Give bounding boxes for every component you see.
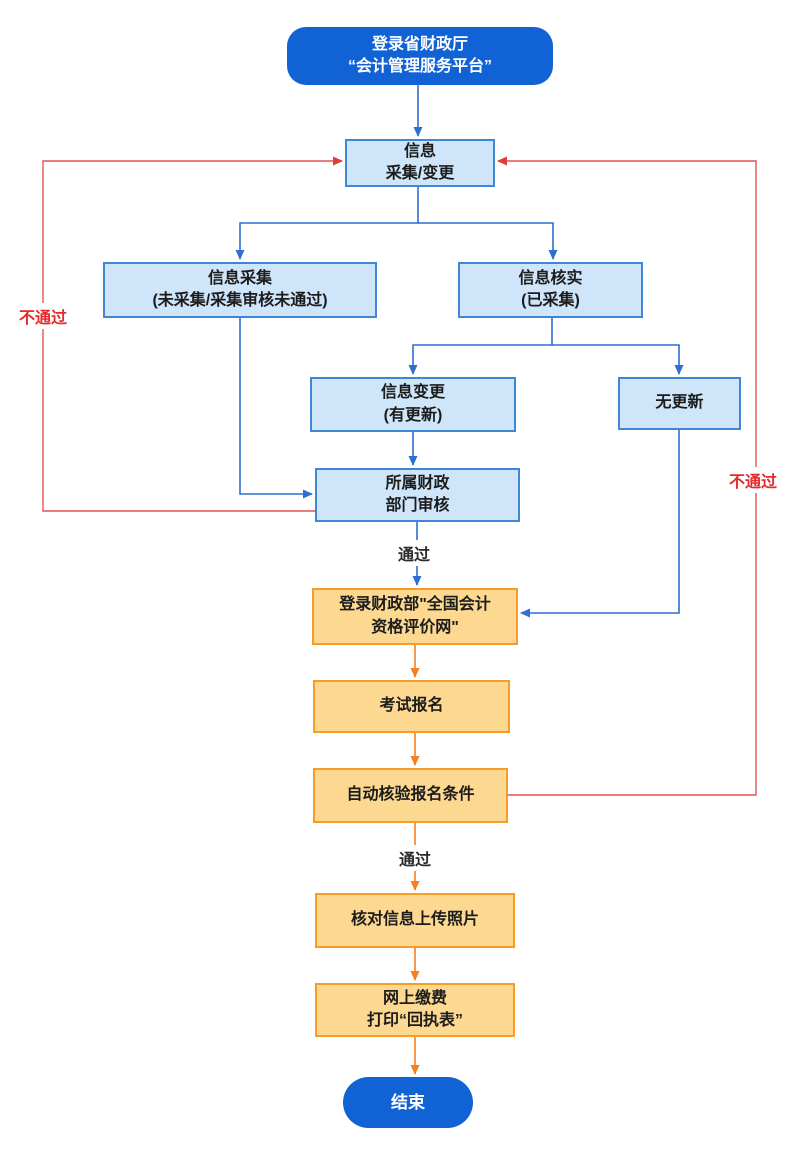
node-info-collect-line2: (未采集/采集审核未通过) [152, 292, 328, 309]
node-pay-print: 网上缴费 打印“回执表” [315, 983, 515, 1037]
node-info-change-line2: (有更新) [383, 406, 443, 424]
node-info-collect: 信息采集 (未采集/采集审核未通过) [103, 262, 377, 318]
node-end-label: 结束 [391, 1092, 425, 1112]
node-info-collect-change: 信息 采集/变更 [345, 139, 495, 187]
node-info-verify: 信息核实 (已采集) [458, 262, 643, 318]
node-info-verify-line2: (已采集) [521, 292, 580, 309]
node-info-change: 信息变更 (有更新) [310, 377, 516, 432]
node-exam-registration: 考试报名 [313, 680, 510, 733]
node-auto-check-label: 自动核验报名条件 [346, 786, 475, 804]
edge-label-fail-right: 不通过 [723, 467, 783, 493]
node-finance-audit: 所属财政 部门审核 [315, 468, 520, 522]
node-pay-print-line2: 打印“回执表” [366, 1012, 463, 1029]
edge-label-fail-left: 不通过 [13, 303, 73, 329]
node-login-evaluation-site-line1: 登录财政部"全国会计 [339, 596, 491, 614]
node-auto-check: 自动核验报名条件 [313, 768, 508, 823]
node-upload-photo-label: 核对信息上传照片 [350, 911, 479, 929]
node-finance-audit-line1: 所属财政 [385, 474, 450, 492]
node-no-update-label: 无更新 [655, 394, 704, 412]
node-info-collect-change-line2: 采集/变更 [385, 165, 455, 182]
node-login-evaluation-site-line2: 资格评价网" [371, 618, 459, 636]
node-pay-print-line1: 网上缴费 [382, 989, 447, 1007]
edge-label-pass-check: 通过 [393, 845, 437, 871]
node-info-collect-change-line1: 信息 [403, 142, 436, 160]
node-end: 结束 [343, 1077, 473, 1128]
node-upload-photo: 核对信息上传照片 [315, 893, 515, 948]
node-exam-registration-label: 考试报名 [379, 697, 444, 715]
node-login-platform-line2: “会计管理服务平台” [347, 58, 492, 75]
node-info-collect-line1: 信息采集 [207, 269, 272, 287]
node-login-platform-line1: 登录省财政厅 [371, 35, 468, 53]
blue-connectors [235, 85, 684, 618]
node-info-change-line1: 信息变更 [380, 384, 445, 402]
node-login-platform: 登录省财政厅 “会计管理服务平台” [287, 27, 553, 85]
node-login-evaluation-site: 登录财政部"全国会计 资格评价网" [312, 588, 518, 645]
node-finance-audit-line2: 部门审核 [385, 497, 450, 514]
node-info-verify-line1: 信息核实 [518, 269, 583, 287]
node-no-update: 无更新 [618, 377, 741, 430]
edge-label-pass-audit: 通过 [392, 540, 436, 566]
